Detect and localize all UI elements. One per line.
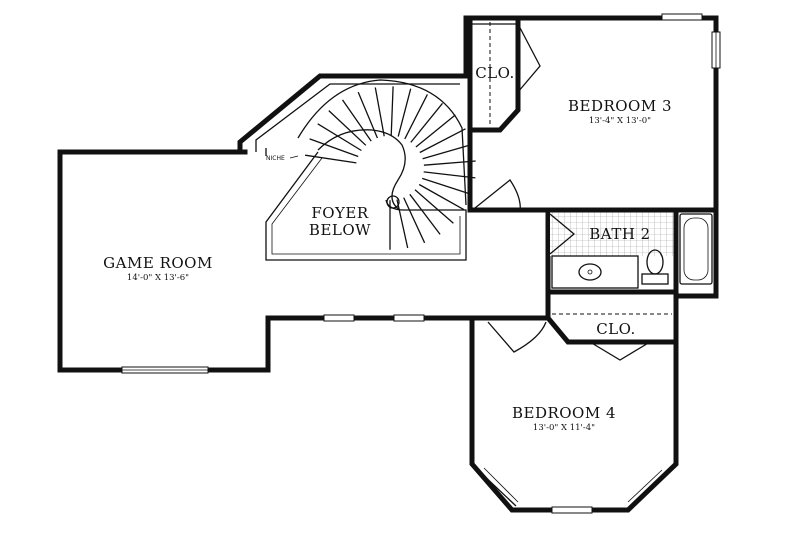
bath-2 [545,207,719,299]
toilet-bowl [646,249,664,275]
bedroom3-dims: 13'-4" X 13'-0" [589,116,651,126]
closet-lower-door-swing [589,341,651,361]
bedroom-4 [469,289,679,514]
bedroom4-label: BEDROOM 4 [512,404,616,422]
vanity [551,255,639,289]
bedroom3-walls [467,15,521,133]
stair-treads [305,86,476,250]
stair-angled-wall [237,73,469,155]
stair-enclosure [237,73,469,156]
game-room-window [393,314,425,322]
foyer-label-line2: BELOW [309,221,371,239]
bedroom4-door-swing [487,321,547,353]
hall-walls [463,15,719,299]
hall-door-swing [469,179,521,213]
bath-door-swing [549,213,576,255]
toilet-tank [641,273,669,285]
game-room-window [323,314,355,322]
game-room-dims: 14'-0" X 13'-6" [127,273,189,283]
game-room [57,149,491,374]
game-room-label: GAME ROOM [103,254,213,272]
bath-tile-floor [550,212,676,256]
niche-label: NICHE [266,155,285,162]
sink [578,263,602,281]
foyer-below [265,151,467,261]
bedroom4-window [551,506,593,514]
bedroom4-dims: 13'-0" X 11'-4" [533,423,595,433]
bath2-label: BATH 2 [589,225,650,243]
closet-door-swing [517,23,541,93]
bathtub [679,213,713,285]
bedroom3-label: BEDROOM 3 [568,97,672,115]
foyer-railing [265,151,467,261]
closet-upper-label: CLO. [475,64,515,82]
upper-hall [463,15,719,353]
foyer-label-line1: FOYER [311,204,369,222]
bedroom3-window [661,13,703,21]
closet-lower-label: CLO. [596,320,636,338]
spiral-stair [297,79,476,250]
